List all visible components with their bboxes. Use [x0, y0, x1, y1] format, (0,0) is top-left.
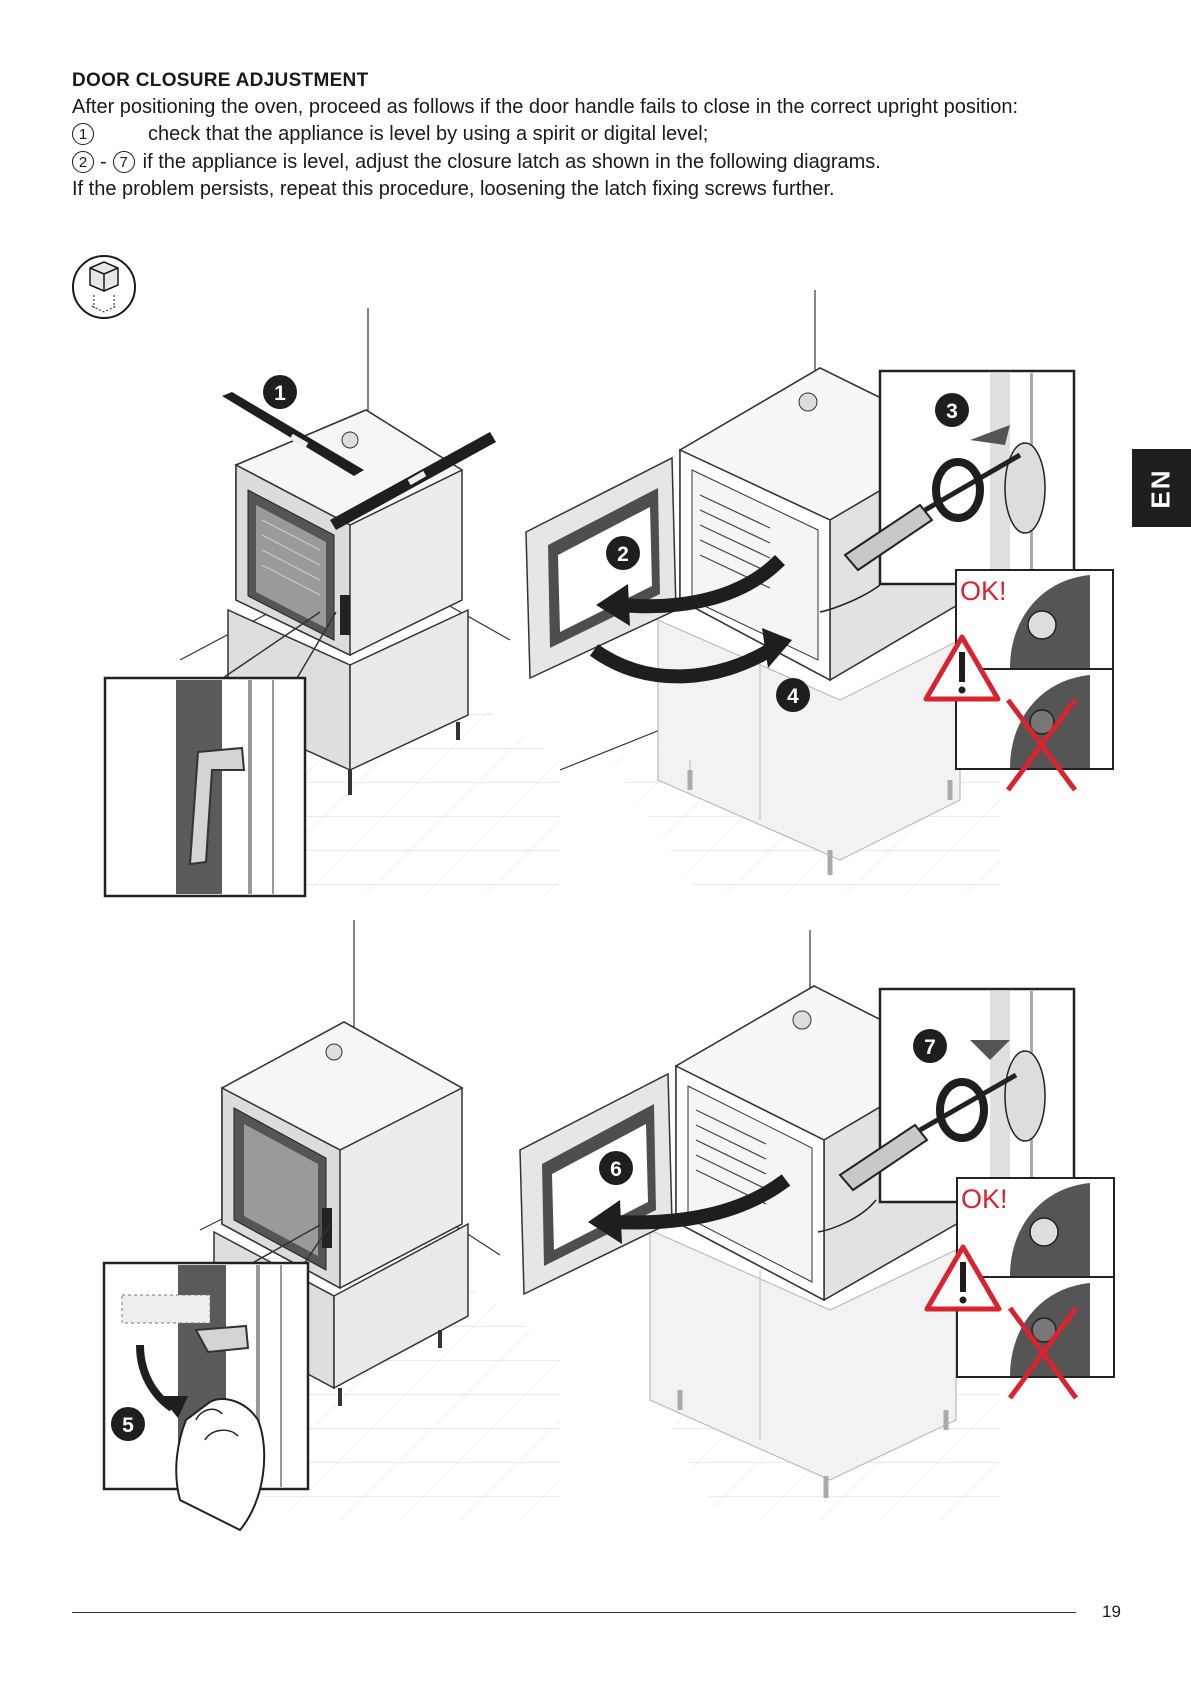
screw-loosen-inset — [819, 369, 1076, 613]
bottom-scene: 5 6 — [102, 920, 1115, 1532]
page-number: 19 — [1102, 1602, 1121, 1621]
closing-paragraph: If the problem persists, repeat this pro… — [72, 178, 835, 200]
step-marker-2: 2 — [72, 151, 94, 173]
screw-ok-inset: OK! — [955, 569, 1114, 670]
svg-text:1: 1 — [274, 382, 286, 405]
section-heading: DOOR CLOSURE ADJUSTMENT — [72, 70, 369, 91]
language-tab: EN — [1132, 449, 1191, 527]
handle-detail-inset — [103, 611, 337, 898]
callout-7: 7 — [913, 1029, 947, 1063]
warning-triangle-icon — [923, 634, 1001, 702]
svg-text:6: 6 — [610, 1158, 622, 1181]
callout-6: 6 — [599, 1151, 633, 1185]
step-2-7-line: 2 - 7 if the appliance is level, adjust … — [72, 148, 1120, 176]
step-1-text: check that the appliance is level by usi… — [148, 123, 709, 145]
top-scene: 1 — [103, 290, 1114, 898]
callout-3: 3 — [935, 393, 969, 427]
callout-2: 2 — [606, 536, 640, 570]
spirit-level-tools — [222, 392, 496, 530]
handle-close-inset — [102, 1224, 331, 1532]
stacked-oven-left-bottom — [213, 1021, 469, 1406]
svg-text:5: 5 — [122, 1414, 134, 1437]
screw-tighten-inset — [817, 987, 1076, 1233]
instructions-text: DOOR CLOSURE ADJUSTMENT After positionin… — [72, 68, 1120, 202]
step-2-7-text: if the appliance is level, adjust the cl… — [142, 151, 881, 173]
step-marker-1: 1 — [72, 123, 94, 145]
callout-5: 5 — [111, 1407, 145, 1441]
footer-rule — [72, 1612, 1076, 1613]
door-swing-arrows — [589, 554, 792, 684]
step-marker-7: 7 — [112, 151, 135, 173]
ok-label-bottom: OK! — [961, 1184, 1008, 1214]
callout-4: 4 — [776, 678, 810, 712]
svg-text:2: 2 — [617, 543, 629, 566]
warning-triangle-icon-bottom — [924, 1244, 1002, 1312]
svg-text:7: 7 — [924, 1036, 936, 1059]
callout-1: 1 — [263, 375, 297, 409]
intro-paragraph: After positioning the oven, proceed as f… — [72, 96, 1019, 118]
ok-label: OK! — [960, 576, 1007, 606]
svg-text:4: 4 — [787, 685, 799, 708]
screw-ok-inset-bottom: OK! — [956, 1177, 1115, 1278]
svg-text:3: 3 — [946, 400, 958, 423]
screw-wrong-inset — [955, 668, 1114, 792]
installation-icon — [72, 255, 136, 319]
step-1-line: 1 check that the appliance is level by u… — [72, 120, 1120, 148]
door-close-arrow — [588, 1174, 791, 1244]
